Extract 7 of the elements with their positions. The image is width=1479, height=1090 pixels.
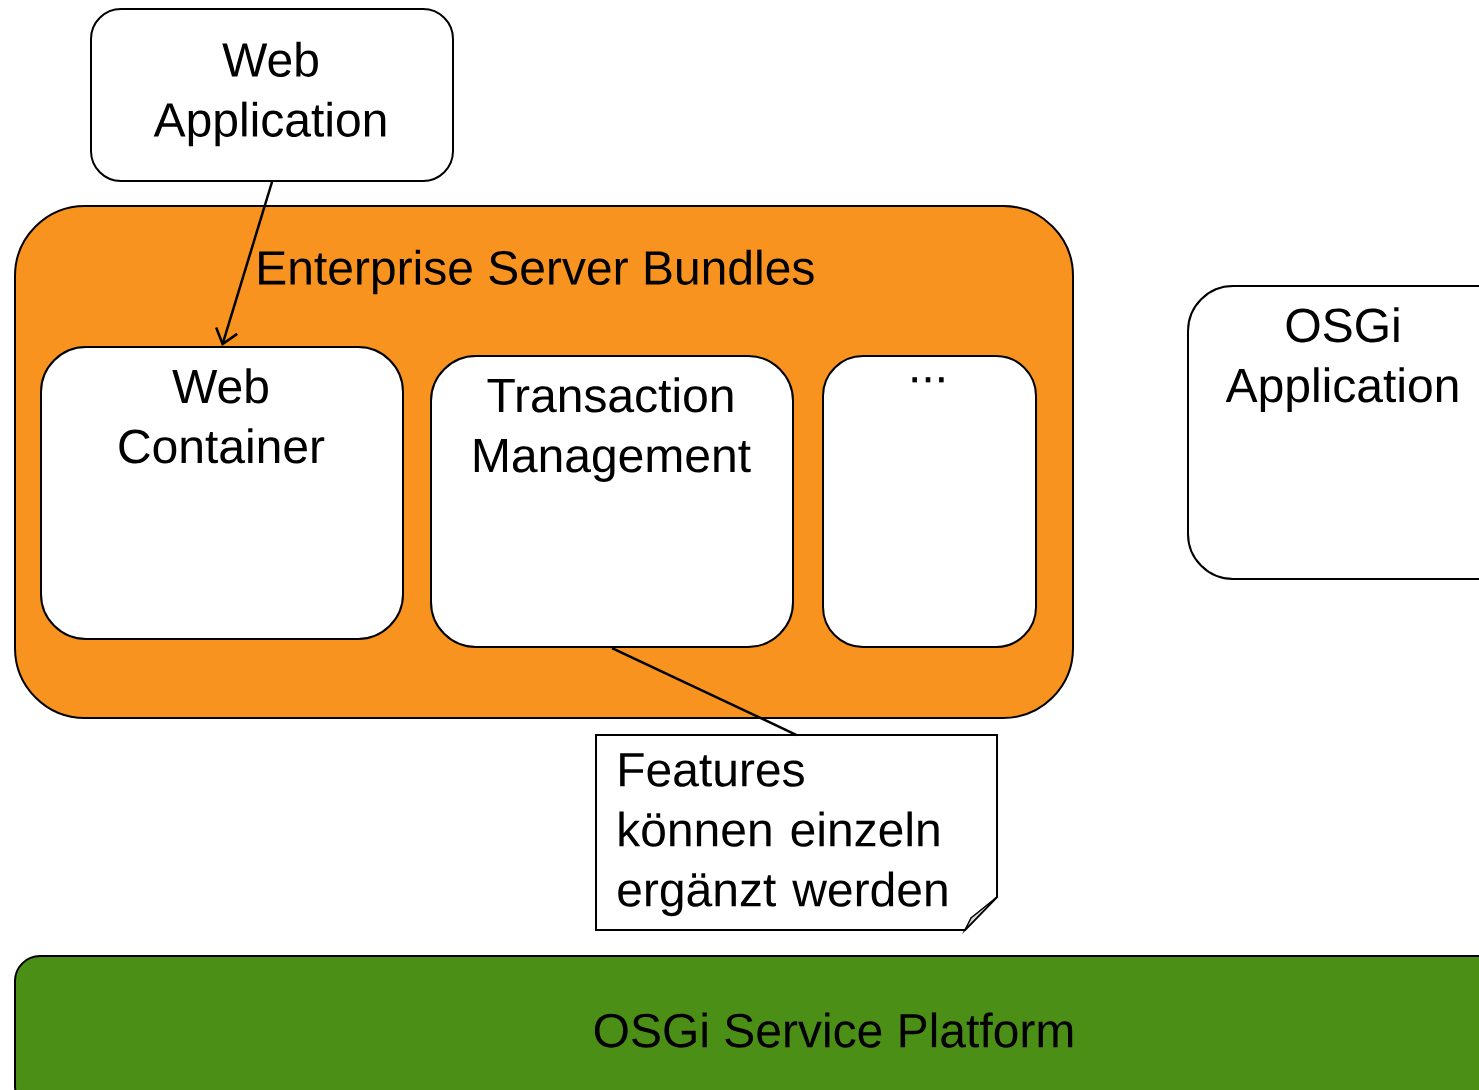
note: Features können einzeln ergänzt werden — [595, 734, 998, 935]
bundle-box: ... — [822, 355, 1037, 648]
platform-bar: OSGi Service Platform — [14, 955, 1479, 1090]
application-box: Web Application — [90, 8, 454, 182]
bundle-box: Transaction Management — [430, 355, 794, 648]
application-box: OSGi Application — [1187, 285, 1479, 580]
bundle-box: Web Container — [40, 346, 404, 640]
